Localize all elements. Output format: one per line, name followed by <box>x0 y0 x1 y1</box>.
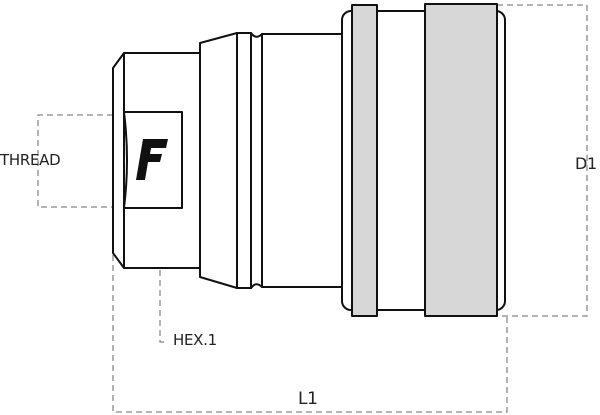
thread-dimension <box>37 114 113 208</box>
logo-f-icon <box>136 139 168 180</box>
hex1-label: HEX.1 <box>173 331 217 349</box>
l1-dimension <box>112 255 508 413</box>
coupling-body <box>112 3 506 317</box>
d1-dimension <box>497 4 588 317</box>
sleeve-band-2 <box>424 3 498 317</box>
stem-body <box>261 33 343 288</box>
cone <box>199 32 238 289</box>
dimension-lines <box>37 4 588 413</box>
sleeve-band-1 <box>351 4 378 317</box>
thread-label: THREAD <box>0 151 61 169</box>
hex1-dimension <box>159 270 166 343</box>
groove-ring <box>236 32 252 289</box>
l1-label: L1 <box>298 389 318 409</box>
d1-label: D1 <box>575 154 597 173</box>
